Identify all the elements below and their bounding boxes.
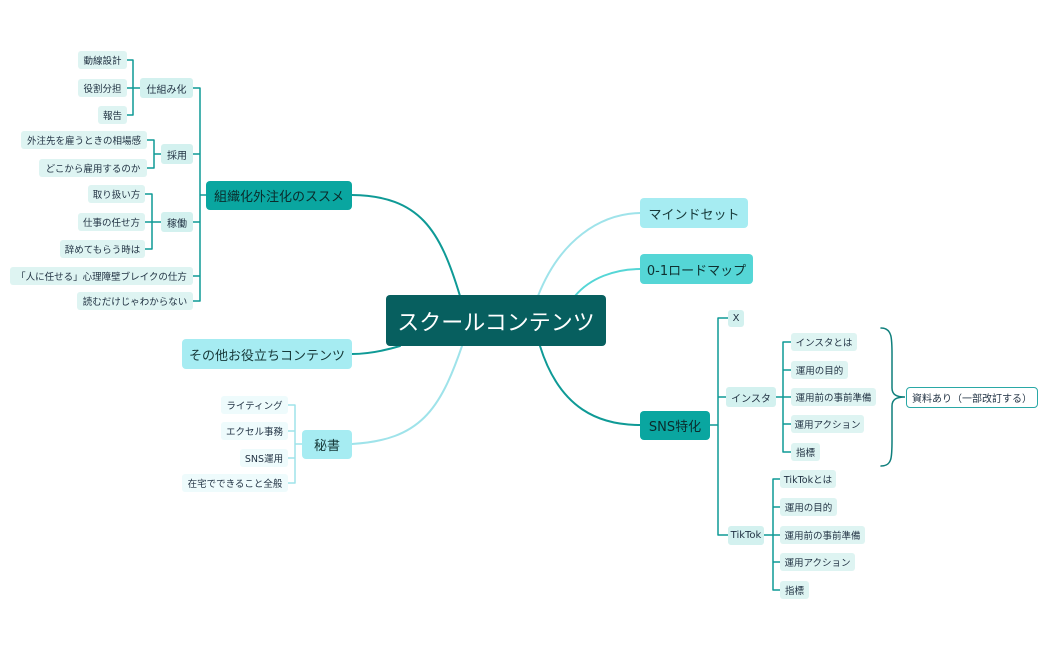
topic-roadmap-label: 0-1ロードマップ <box>646 263 747 279</box>
connector-secretary-leaves <box>287 404 303 484</box>
leaf-node[interactable]: 役割分担 <box>78 79 127 97</box>
subtopic-insta-label: インスタ <box>731 393 771 405</box>
leaf-node[interactable]: 運用前の事前準備 <box>791 388 876 406</box>
topic-sns-label: SNS特化 <box>648 420 702 435</box>
leaf-node[interactable]: 運用の目的 <box>791 361 848 379</box>
leaf-label: 「人に任せる」心理障壁ブレイクの仕方 <box>16 272 187 283</box>
leaf-label: 外注先を雇うときの相場感 <box>26 136 141 147</box>
subtopic-shikumi[interactable]: 仕組み化 <box>140 78 193 98</box>
leaf-label: 指標 <box>795 448 815 459</box>
topic-other[interactable]: その他お役立ちコンテンツ <box>182 339 352 369</box>
leaf-node[interactable]: 指標 <box>791 443 820 461</box>
connector-insta-leaves <box>775 341 792 453</box>
leaf-label: 指標 <box>784 586 804 597</box>
connector-root-sns <box>539 345 641 426</box>
leaf-node[interactable]: SNS運用 <box>240 449 288 467</box>
summary-note-label: 資料あり（一部改訂する） <box>912 394 1032 405</box>
connector-root-roadmap <box>574 268 641 297</box>
topic-secretary[interactable]: 秘書 <box>302 430 352 459</box>
leaf-label: 在宅でできること全般 <box>187 479 283 490</box>
leaf-label: 役割分担 <box>83 84 122 95</box>
leaf-node[interactable]: 辞めてもらう時は <box>60 240 145 258</box>
leaf-node[interactable]: 報告 <box>98 106 127 124</box>
connector-root-outsource <box>351 194 461 297</box>
connector-kado-leaves <box>144 193 162 250</box>
topic-secretary-label: 秘書 <box>313 439 340 454</box>
subtopic-kado[interactable]: 稼働 <box>161 212 193 232</box>
connector-tiktok-leaves <box>763 478 781 591</box>
subtopic-x[interactable]: X <box>728 310 744 327</box>
connector-outsource-children <box>192 87 207 302</box>
connector-saiyo-leaves <box>146 139 162 169</box>
connector-root-other <box>351 345 401 355</box>
leaf-node[interactable]: ライティング <box>221 396 288 414</box>
leaf-label: SNS運用 <box>244 454 284 465</box>
leaf-node[interactable]: TikTokとは <box>780 470 836 488</box>
subtopic-x-label: X <box>732 313 740 324</box>
leaf-label: 仕事の任せ方 <box>82 218 140 229</box>
leaf-label: 運用前の事前準備 <box>784 531 861 542</box>
topic-roadmap[interactable]: 0-1ロードマップ <box>640 254 753 284</box>
leaf-label: ライティング <box>226 401 283 412</box>
leaf-label: 運用アクション <box>794 420 861 431</box>
leaf-node[interactable]: 運用前の事前準備 <box>780 526 865 544</box>
root-label: スクールコンテンツ <box>397 310 595 336</box>
subtopic-tiktok-label: TikTok <box>730 530 762 541</box>
leaf-label: 運用アクション <box>784 558 851 569</box>
leaf-node[interactable]: 運用アクション <box>780 553 855 571</box>
leaf-node[interactable]: 読むだけじゃわからない <box>77 292 193 310</box>
leaf-node[interactable]: 取り扱い方 <box>88 185 145 203</box>
topic-outsource-label: 組織化外注化のススメ <box>213 190 344 205</box>
topic-other-label: その他お役立ちコンテンツ <box>188 348 345 364</box>
leaf-label: 運用前の事前準備 <box>795 393 872 404</box>
subtopic-kado-label: 稼働 <box>167 218 187 230</box>
topic-mindset[interactable]: マインドセット <box>640 198 748 228</box>
connector-root-mindset <box>537 212 641 297</box>
connector-shikumi-leaves <box>126 59 141 116</box>
leaf-label: 動線設計 <box>83 56 122 67</box>
summary-note[interactable]: 資料あり（一部改訂する） <box>906 387 1038 408</box>
topic-outsource[interactable]: 組織化外注化のススメ <box>206 181 352 210</box>
leaf-node[interactable]: 在宅でできること全般 <box>182 474 288 492</box>
subtopic-tiktok[interactable]: TikTok <box>728 526 764 545</box>
leaf-node[interactable]: 指標 <box>780 581 809 599</box>
leaf-node[interactable]: 運用アクション <box>791 415 864 433</box>
subtopic-saiyo-label: 採用 <box>167 150 187 162</box>
leaf-node[interactable]: エクセル事務 <box>221 422 288 440</box>
leaf-label: 運用の目的 <box>795 366 844 377</box>
connector-root-secretary <box>351 345 463 445</box>
leaf-node[interactable]: 「人に任せる」心理障壁ブレイクの仕方 <box>10 267 193 285</box>
leaf-label: 取り扱い方 <box>92 190 141 201</box>
topic-sns[interactable]: SNS特化 <box>640 411 710 440</box>
leaf-label: どこから雇用するのか <box>45 164 141 175</box>
topic-mindset-label: マインドセット <box>648 207 740 223</box>
subtopic-saiyo[interactable]: 採用 <box>161 144 193 164</box>
summary-bracket <box>880 327 906 467</box>
leaf-label: 辞めてもらう時は <box>64 245 141 256</box>
leaf-node[interactable]: 外注先を雇うときの相場感 <box>21 131 147 149</box>
subtopic-shikumi-label: 仕組み化 <box>146 84 187 96</box>
leaf-label: 報告 <box>102 111 122 122</box>
leaf-node[interactable]: どこから雇用するのか <box>39 159 147 177</box>
leaf-label: インスタとは <box>795 338 853 349</box>
leaf-label: エクセル事務 <box>225 427 283 438</box>
leaf-label: 読むだけじゃわからない <box>82 297 188 308</box>
subtopic-insta[interactable]: インスタ <box>726 387 776 407</box>
leaf-node[interactable]: 仕事の任せ方 <box>78 213 145 231</box>
leaf-node[interactable]: 動線設計 <box>78 51 127 69</box>
leaf-label: 運用の目的 <box>784 503 833 514</box>
leaf-label: TikTokとは <box>783 475 833 486</box>
root-node[interactable]: スクールコンテンツ <box>386 295 606 346</box>
leaf-node[interactable]: インスタとは <box>791 333 857 351</box>
connector-sns-children <box>709 317 729 536</box>
leaf-node[interactable]: 運用の目的 <box>780 498 837 516</box>
